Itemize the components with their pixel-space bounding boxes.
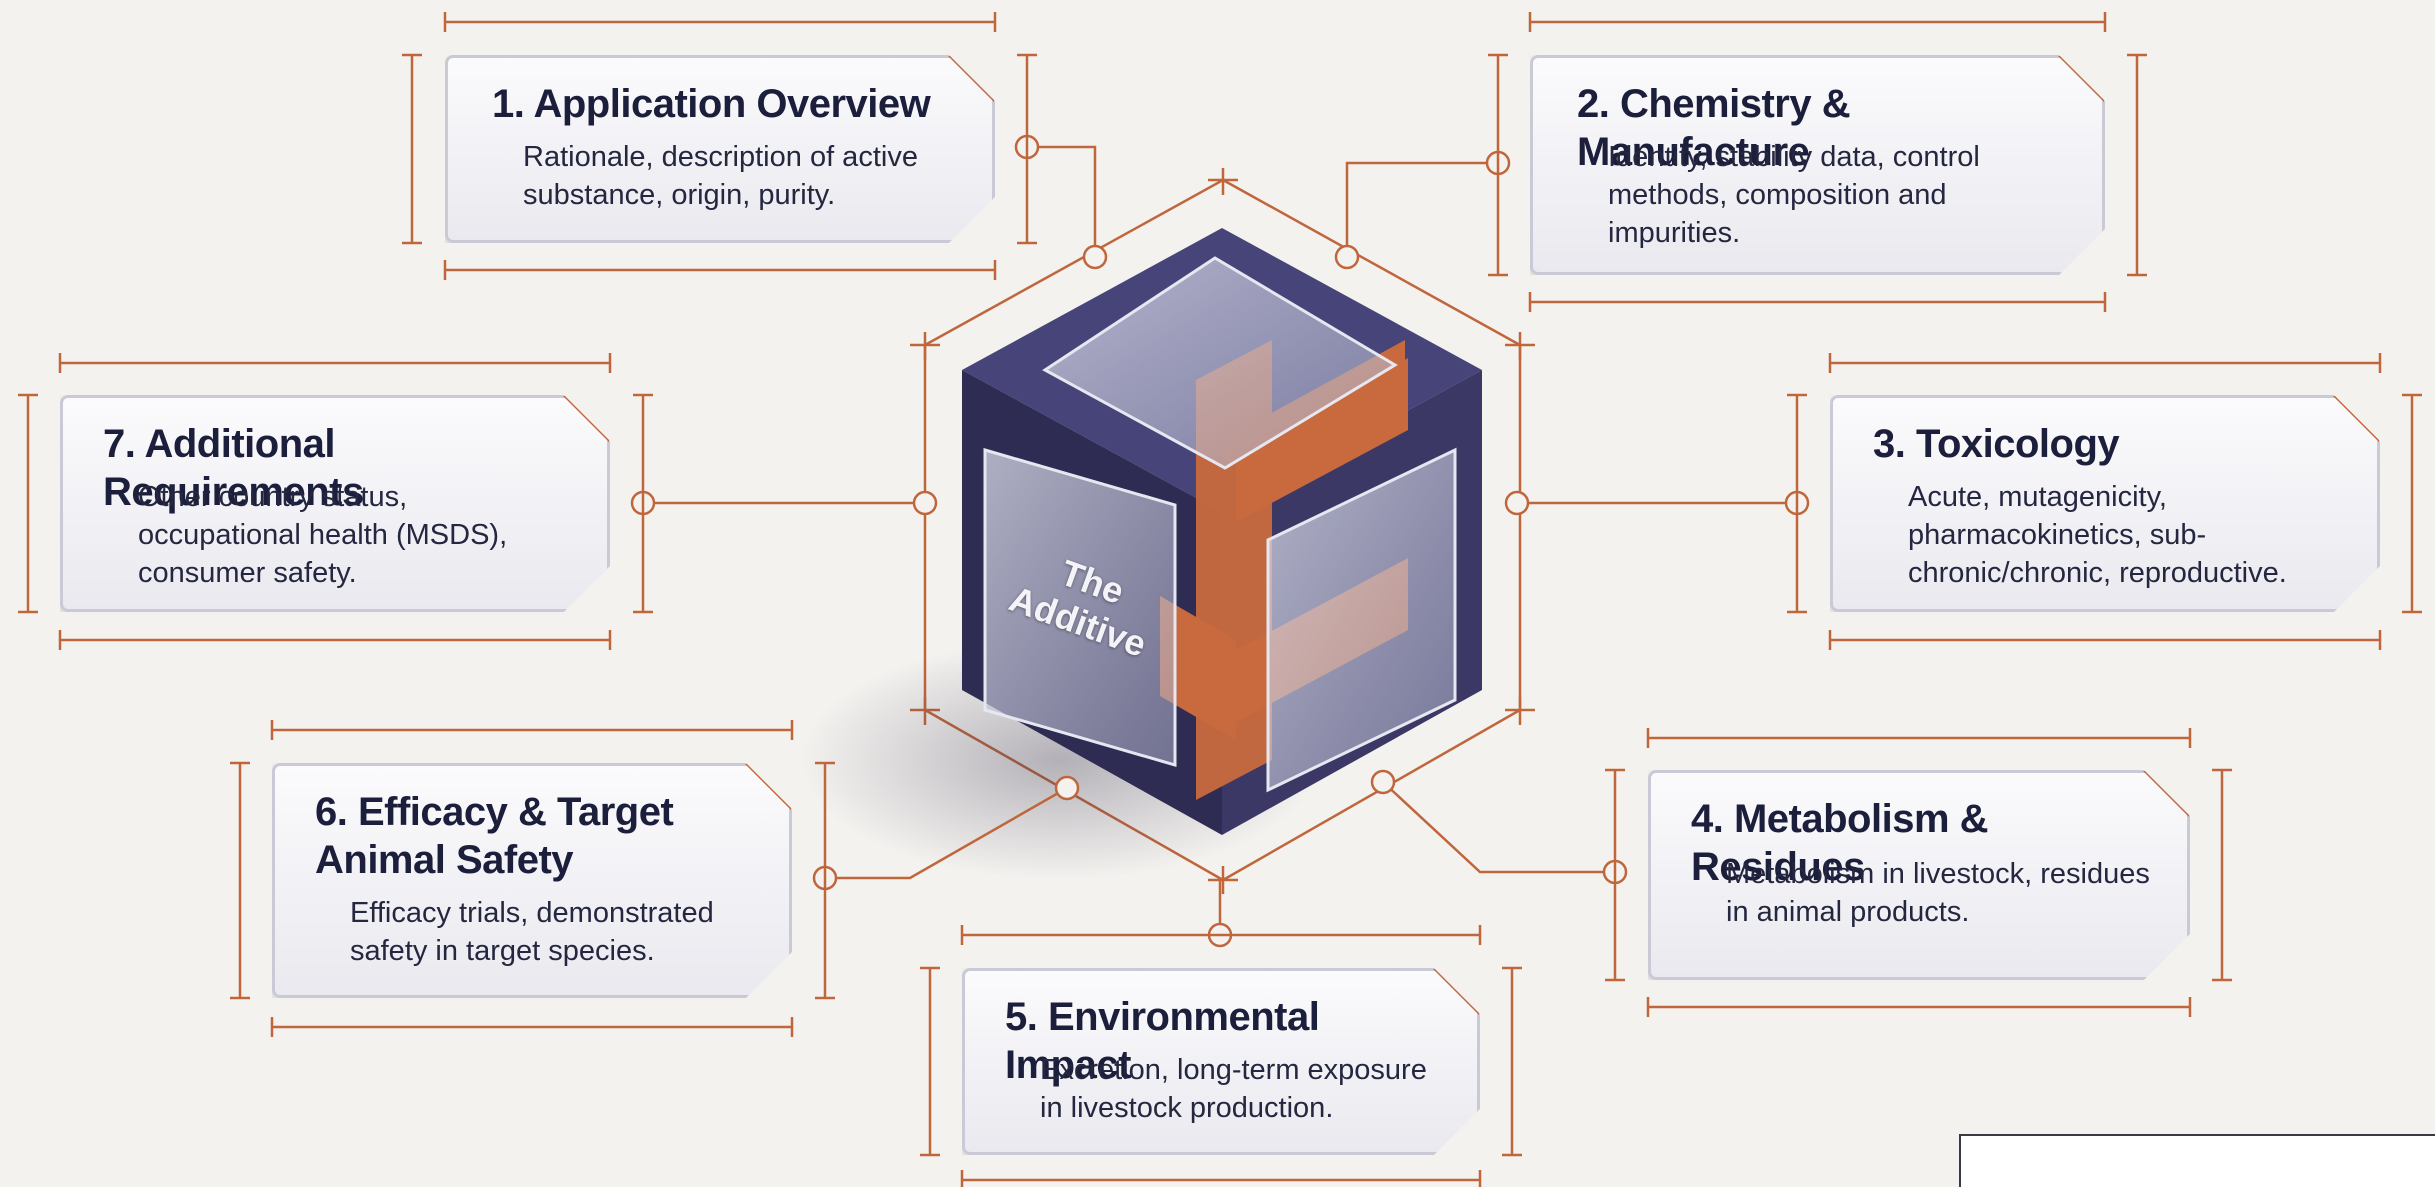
card-title: 6. Efficacy & Target Animal Safety [315,790,674,882]
card-environmental-impact: 5. Environmental Impact Excretion, long-… [962,968,1480,1155]
dimension-lines [18,12,2422,1187]
card-description: Other country status, occupational healt… [138,481,508,589]
card-title: 3. Toxicology [1873,422,2120,466]
card-description: Identity, stability data, control method… [1608,141,1980,249]
card-metabolism-residues: 4. Metabolism & Residues Metabolism in l… [1648,770,2190,980]
card-title: 2. Chemistry & Manufacture [1577,82,1851,174]
card-description: Acute, mutagenicity, pharmacokinetics, s… [1908,481,2287,589]
card-efficacy-target-animal-safety: 6. Efficacy & Target Animal Safety Effic… [272,763,792,998]
card-title: 4. Metabolism & Residues [1691,797,1989,889]
additive-cube [962,228,1482,835]
card-description: Rationale, description of active substan… [523,141,918,211]
card-description: Efficacy trials, demonstrated safety in … [350,897,714,967]
card-title: 7. Additional Requirements [103,422,364,514]
card-chemistry-manufacture: 2. Chemistry & Manufacture Identity, sta… [1530,55,2105,275]
card-additional-requirements: 7. Additional Requirements Other country… [60,395,610,612]
card-title: 1. Application Overview [492,82,931,126]
card-toxicology: 3. Toxicology Acute, mutagenicity, pharm… [1830,395,2380,612]
card-description: Metabolism in livestock, residues in ani… [1726,858,2150,928]
connectors [643,145,1797,935]
card-description: Excretion, long-term exposure in livesto… [1040,1054,1427,1124]
card-title: 5. Environmental Impact [1005,995,1320,1087]
connector-nodes [630,134,1810,948]
card-application-overview: 1. Application Overview Rationale, descr… [445,55,995,243]
